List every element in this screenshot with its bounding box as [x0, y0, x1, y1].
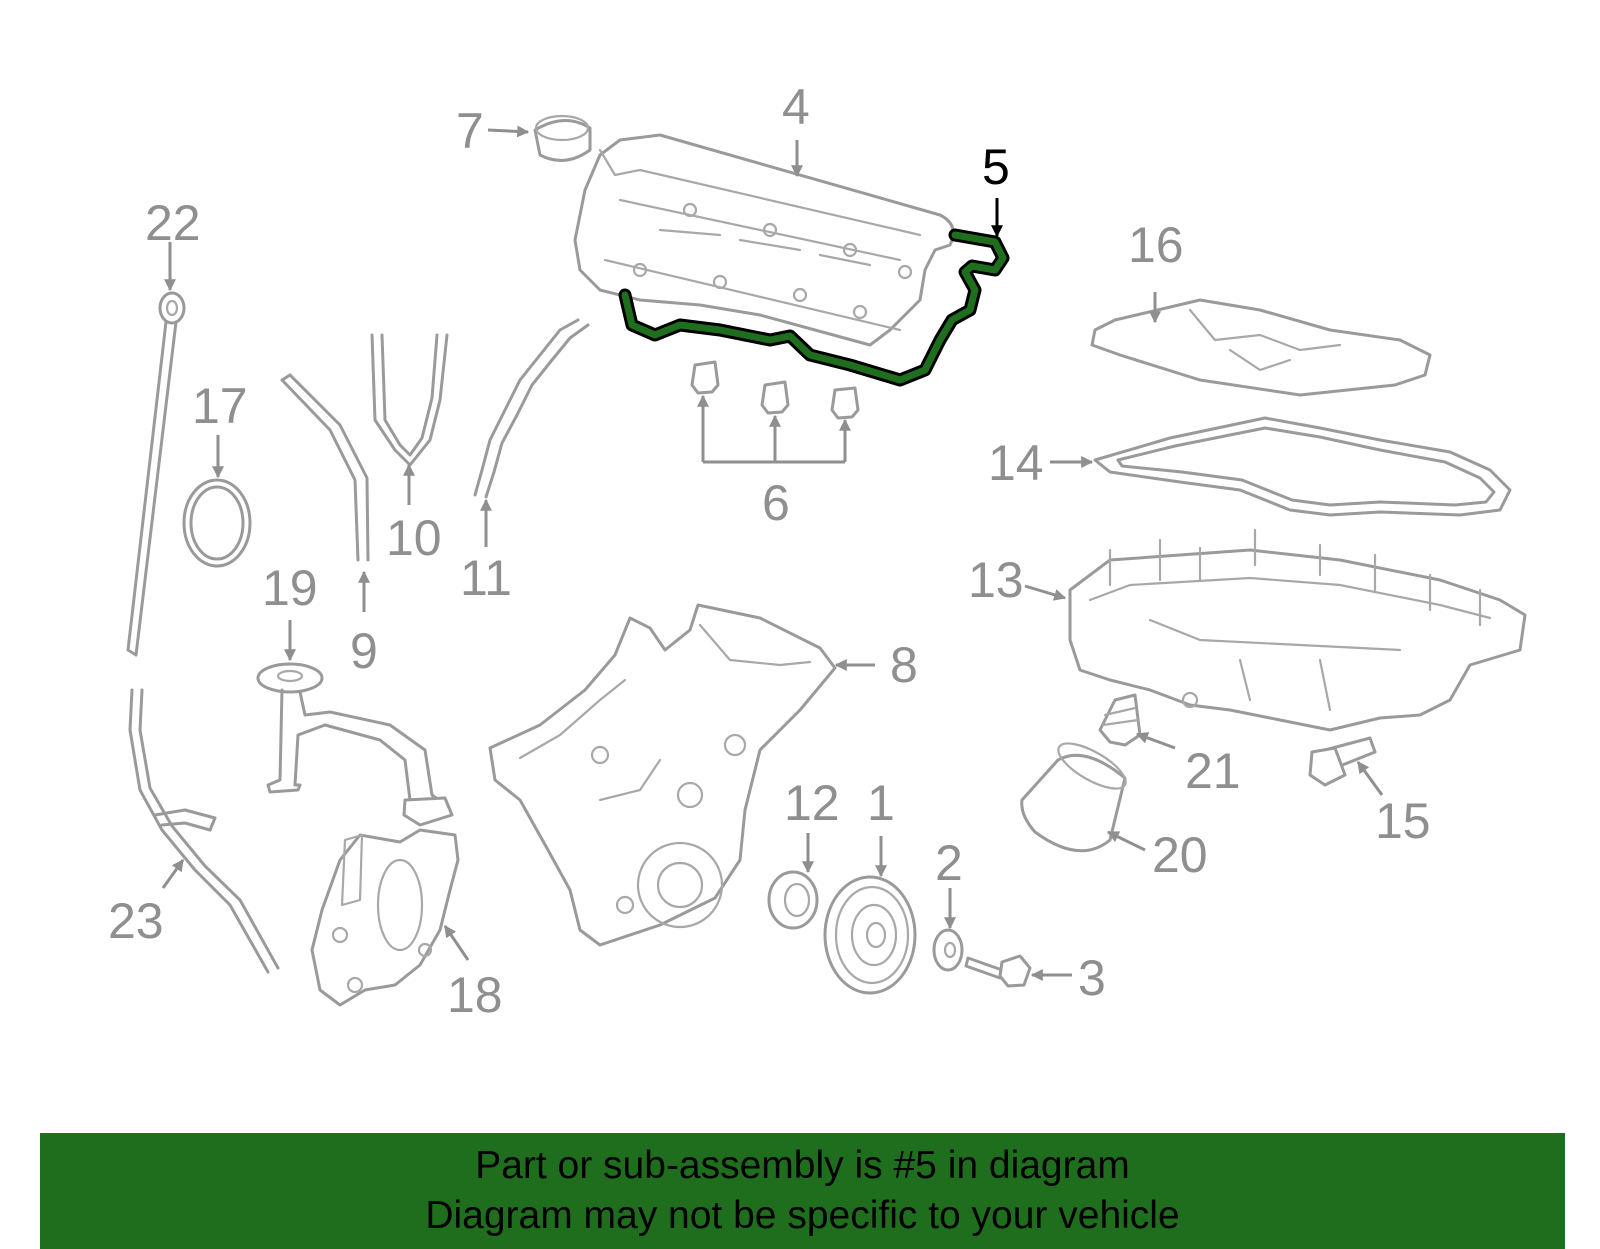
seal-ring: [182, 478, 252, 568]
callout-7: 7: [456, 103, 484, 159]
valve-cover: [573, 133, 955, 347]
callout-19: 19: [262, 560, 318, 616]
timing-chain: [473, 318, 590, 499]
callout-4: 4: [782, 79, 810, 135]
callout-5: 5: [982, 139, 1010, 195]
engine-cover: [1090, 298, 1432, 397]
tensioner-arm: [370, 333, 449, 467]
callout-23: 23: [108, 893, 164, 949]
callout-2: 2: [935, 835, 963, 891]
callout-8: 8: [890, 637, 918, 693]
oil-filter: [1020, 742, 1127, 853]
dipstick: [126, 291, 186, 657]
oil-pump: [310, 828, 460, 1007]
washer: [932, 928, 964, 972]
callout-15: 15: [1375, 793, 1431, 849]
callout-6: 6: [762, 475, 790, 531]
crankshaft-pulley: [823, 875, 917, 995]
oil-pan: [1068, 528, 1527, 732]
oil-pan-gasket: [1093, 416, 1512, 517]
callout-12: 12: [784, 775, 840, 831]
callout-11: 11: [460, 550, 512, 606]
timing-chain-guide: [280, 373, 370, 562]
callout-13: 13: [968, 552, 1024, 608]
crank-seal: [767, 870, 819, 930]
callout-17: 17: [192, 378, 248, 434]
callout-10: 10: [386, 510, 442, 566]
callout-1: 1: [867, 775, 895, 831]
callout-3: 3: [1078, 950, 1106, 1006]
callout-20: 20: [1152, 827, 1208, 883]
callout-18: 18: [447, 967, 503, 1023]
timing-cover: [488, 603, 837, 947]
callout-labels: 7 4 5 22 16 17 14 6 10 11 13 19 9 8 21 1…: [108, 79, 1431, 1023]
callout-14: 14: [988, 435, 1044, 491]
drain-plug: [1308, 736, 1377, 787]
banner-line-disclaimer: Diagram may not be specific to your vehi…: [425, 1194, 1180, 1237]
grommets: [690, 360, 860, 420]
oil-pickup-tube: [256, 662, 454, 827]
dipstick-tube: [128, 688, 280, 974]
oil-filler-cap: [533, 114, 592, 162]
callout-16: 16: [1128, 217, 1184, 273]
banner-line-part: Part or sub-assembly is #5 in diagram: [475, 1144, 1130, 1187]
leader-lines: [161, 125, 1384, 981]
oil-filter-adapter: [1098, 693, 1142, 747]
callout-22: 22: [145, 195, 201, 251]
crank-bolt: [964, 954, 1032, 988]
info-banner: Part or sub-assembly is #5 in diagram Di…: [40, 1133, 1565, 1249]
callout-9: 9: [350, 623, 378, 679]
callout-21: 21: [1185, 743, 1241, 799]
valve-cover-gasket-highlighted: [618, 228, 1010, 387]
